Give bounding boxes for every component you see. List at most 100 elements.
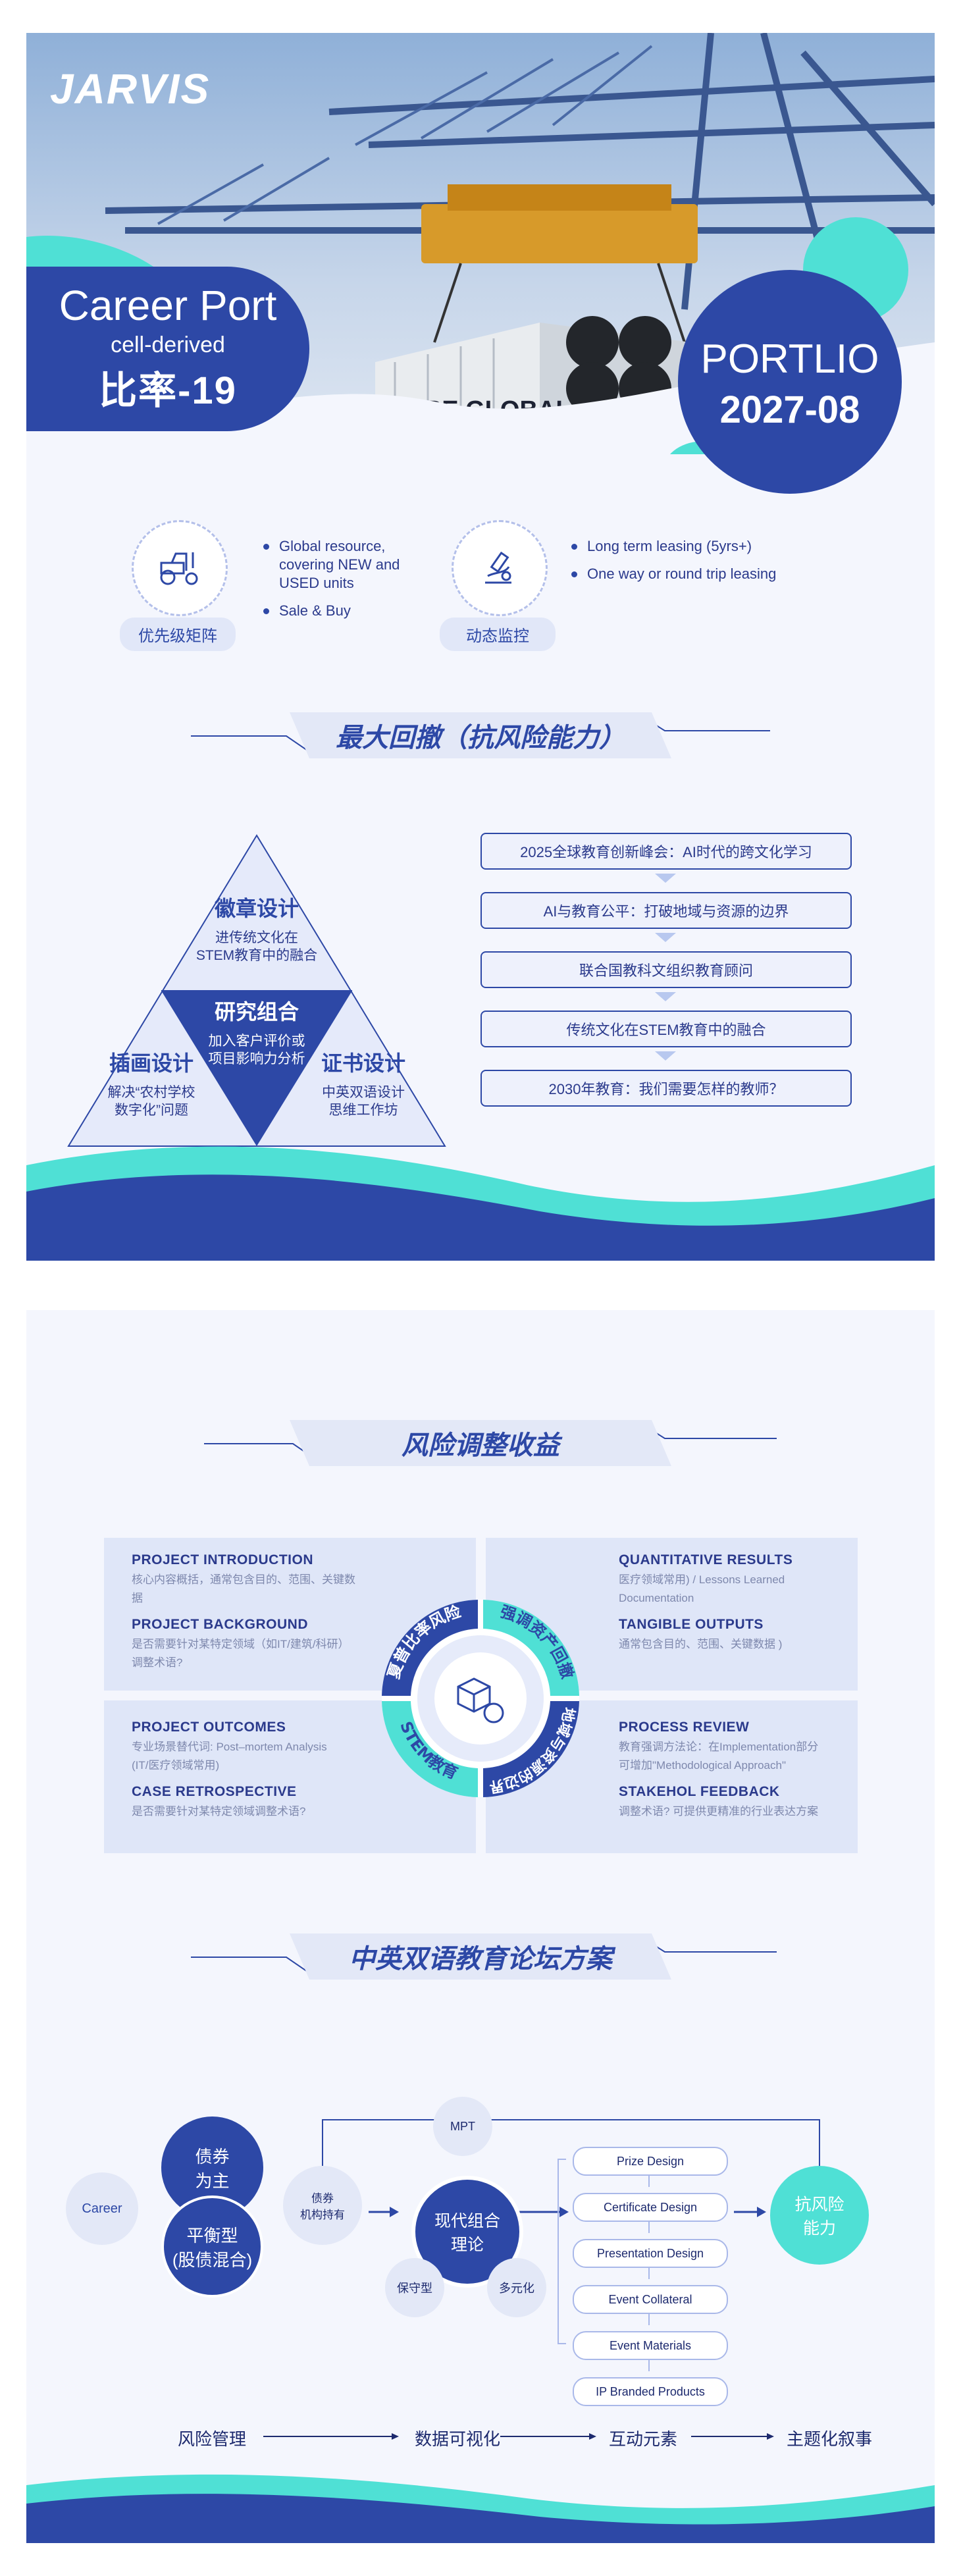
pyramid-top-sub: 进传统文化在 <box>215 930 298 945</box>
node-label: 平衡型 <box>186 2225 238 2246</box>
flow-step-5: 2030年教育：我们需要怎样的教师？ <box>480 1070 852 1107</box>
pyramid-top-sub: STEM教育中的融合 <box>195 948 318 963</box>
cube-chat-icon <box>457 1677 504 1723</box>
info-text: 核心内容概括，通常包含目的、范围、关键数 <box>132 1573 355 1586</box>
node-balanced: 平衡型 (股债混合) <box>161 2195 263 2298</box>
info-heading: PROJECT BACKGROUND <box>132 1617 309 1632</box>
feature-tag-monitor: 动态监控 <box>440 618 556 651</box>
pyramid-right-title: 证书设计 <box>321 1051 405 1075</box>
bottom-wave <box>26 1146 935 1261</box>
feature-item: Global resource, covering NEW and USED u… <box>263 537 441 592</box>
node-mpt: MPT <box>433 2097 492 2156</box>
poster-page-1: TIRE GLOBAL JARVIS Career Port cell-deri… <box>26 33 935 1261</box>
info-heading: QUANTITATIVE RESULTS <box>619 1552 793 1567</box>
feature-item: One way or round trip leasing <box>571 565 789 583</box>
flow-step-2: AI与教育公平：打破地域与资源的边界 <box>480 892 852 929</box>
flow-arrow-icon <box>655 992 676 1001</box>
section-header-return: 风险调整收益 <box>26 1412 935 1471</box>
flow-arrow-icon <box>655 874 676 883</box>
info-text: 教育强调方法论：在Implementation部分 <box>619 1741 819 1753</box>
pyramid-left-title: 插画设计 <box>109 1051 194 1075</box>
node-label: 债券 <box>311 2192 334 2205</box>
pyramid-top-title: 徽章设计 <box>214 897 299 920</box>
pyramid-right-sub: 思维工作坊 <box>328 1103 398 1118</box>
info-text: 据 <box>132 1592 143 1604</box>
microscope-icon <box>452 520 548 616</box>
hero-left-subtitle: cell-derived <box>111 332 225 357</box>
pill-presentation-design: Presentation Design <box>573 2239 728 2268</box>
info-text: 是否需要针对某特定领域调整术语? <box>132 1805 306 1818</box>
flow-step-3: 联合国教科文组织教育顾问 <box>480 951 852 988</box>
info-quantitative-results: QUANTITATIVE RESULTS 医疗领域常用) / Lessons L… <box>619 1552 849 1608</box>
info-project-outcomes: PROJECT OUTCOMES 专业场景替代词: Post–mortem An… <box>132 1720 369 1775</box>
info-text: (IT/医疗领域常用) <box>132 1759 220 1772</box>
node-anti-risk: 抗风险 能力 <box>770 2166 869 2265</box>
info-text: 是否需要针对某特定领域（如IT/建筑/科研） <box>132 1638 350 1650</box>
flow-step-1: 2025全球教育创新峰会：AI时代的跨文化学习 <box>480 833 852 870</box>
info-text: 调整术语? <box>132 1656 183 1669</box>
flow-step-4: 传统文化在STEM教育中的融合 <box>480 1011 852 1047</box>
hero-left-ratio: 比率-19 <box>99 369 237 412</box>
pyramid-left-sub: 解决“农村学校 <box>107 1085 195 1100</box>
pill-event-materials: Event Materials <box>573 2331 728 2360</box>
step-risk-management: 风险管理 <box>178 2429 247 2449</box>
pill-certificate-design: Certificate Design <box>573 2193 728 2222</box>
flow-arrow-icon <box>655 1051 676 1061</box>
feature-list-monitor: Long term leasing (5yrs+) One way or rou… <box>571 537 789 592</box>
pyramid-right: 证书设计 中英双语设计 思维工作坊 <box>304 1047 423 1119</box>
info-project-background: PROJECT BACKGROUND 是否需要针对某特定领域（如IT/建筑/科研… <box>132 1617 369 1672</box>
info-heading: TANGIBLE OUTPUTS <box>619 1617 764 1632</box>
pyramid-diagram <box>67 834 446 1147</box>
node-label: 理论 <box>450 2236 484 2254</box>
node-bond-holder: 债券 机构持有 <box>283 2166 362 2245</box>
info-text: 医疗领域常用) / Lessons Learned <box>619 1573 785 1586</box>
node-label: 机构持有 <box>300 2209 345 2221</box>
step-data-visualization: 数据可视化 <box>415 2429 501 2449</box>
node-label: 能力 <box>802 2219 836 2238</box>
node-label: 抗风险 <box>794 2195 844 2214</box>
node-career: Career <box>66 2172 138 2245</box>
pill-prize-design: Prize Design <box>573 2147 728 2176</box>
hero-left-title: Career Port <box>59 282 277 329</box>
brand-logo: JARVIS <box>50 65 211 113</box>
bottom-wave <box>26 2474 935 2543</box>
hero-right-title: PORTLIO <box>700 336 879 382</box>
node-conservative: 保守型 <box>385 2258 444 2317</box>
node-label: 现代组合 <box>434 2212 500 2230</box>
pill-ip-branded-products: IP Branded Products <box>573 2377 728 2406</box>
node-label: 为主 <box>195 2170 230 2191</box>
info-process-review: PROCESS REVIEW 教育强调方法论：在Implementation部分… <box>619 1720 849 1775</box>
step-interactive-elements: 互动元素 <box>609 2429 678 2449</box>
bottom-timeline <box>263 2433 774 2440</box>
info-heading: PROJECT OUTCOMES <box>132 1720 286 1735</box>
node-diversified: 多元化 <box>487 2258 546 2317</box>
info-text: 可增加"Methodological Approach" <box>619 1759 786 1772</box>
info-heading: PROCESS REVIEW <box>619 1720 750 1735</box>
pyramid-middle-title: 研究组合 <box>214 1000 299 1024</box>
section-title-forum: 中英双语教育论坛方案 <box>349 1945 612 1974</box>
pyramid-middle: 研究组合 加入客户评价或 项目影响力分析 <box>194 995 319 1068</box>
info-text: Documentation <box>619 1592 694 1604</box>
info-heading: CASE RETROSPECTIVE <box>132 1784 297 1799</box>
pyramid-right-sub: 中英双语设计 <box>322 1085 405 1100</box>
node-label: (股债混合) <box>172 2249 253 2270</box>
info-heading: PROJECT INTRODUCTION <box>132 1552 314 1567</box>
feature-item: Long term leasing (5yrs+) <box>571 537 789 556</box>
pyramid-left-sub: 数字化”问题 <box>115 1103 188 1118</box>
info-tangible-outputs: TANGIBLE OUTPUTS 通常包含目的、范围、关键数据 ) <box>619 1617 849 1654</box>
pyramid-left: 插画设计 解决“农村学校 数字化”问题 <box>92 1047 211 1119</box>
info-heading: STAKEHOL FEEDBACK <box>619 1784 780 1799</box>
info-project-introduction: PROJECT INTRODUCTION 核心内容概括，通常包含目的、范围、关键… <box>132 1552 369 1608</box>
pill-event-collateral: Event Collateral <box>573 2285 728 2314</box>
info-case-retrospective: CASE RETROSPECTIVE 是否需要针对某特定领域调整术语? <box>132 1784 369 1821</box>
hero-right-date: 2027-08 <box>719 388 860 431</box>
hero-left-badge: Career Port cell-derived 比率-19 <box>26 267 309 431</box>
info-stakehol-feedback: STAKEHOL FEEDBACK 调整术语? 可提供更精准的行业表达方案 <box>619 1784 849 1821</box>
flow-arrow-icon <box>655 933 676 942</box>
hero-right-badge: PORTLIO 2027-08 <box>678 270 902 494</box>
pyramid-middle-sub: 项目影响力分析 <box>208 1051 305 1066</box>
section-header-drawdown: 最大回撤（抗风险能力） <box>26 704 935 764</box>
pyramid-top: 徽章设计 进传统文化在 STEM教育中的融合 <box>191 892 323 964</box>
feature-tag-priority: 优先级矩阵 <box>120 618 236 651</box>
poster-page-2: 风险调整收益 PROJECT INTRODUCTION 核心内容概括，通常包含目… <box>26 1310 935 2543</box>
